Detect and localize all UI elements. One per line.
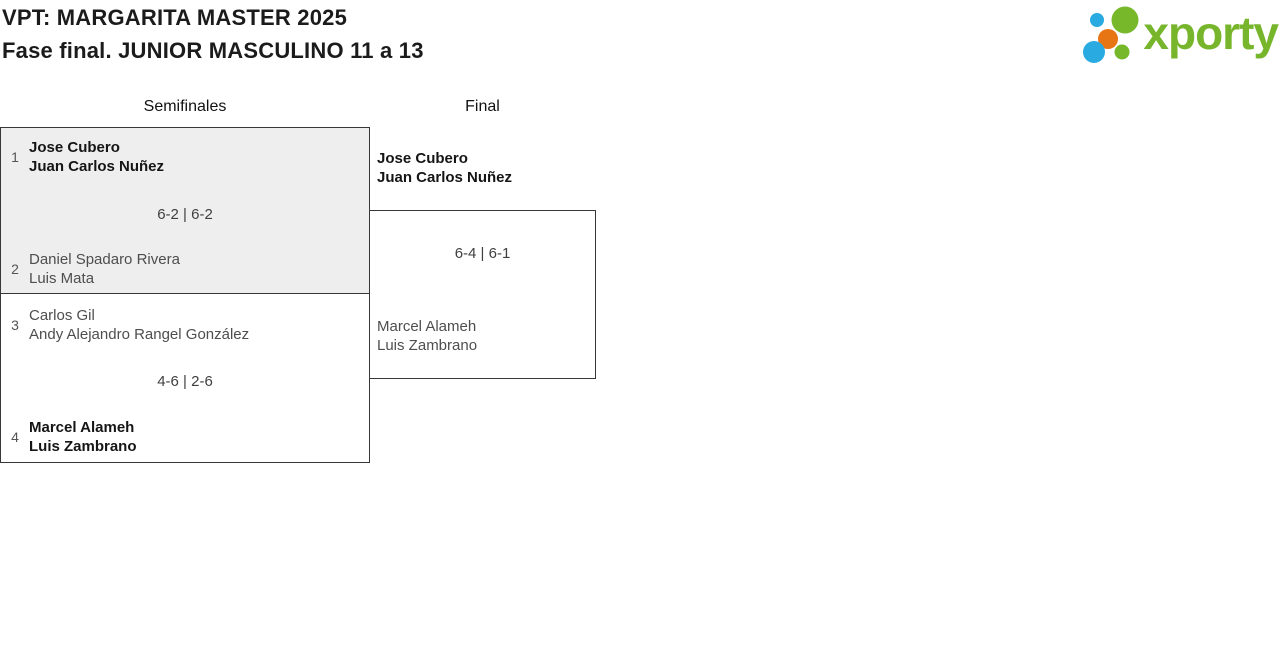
match1-team-b-names: Daniel Spadaro Rivera Luis Mata [29,250,180,288]
xporty-logo-dots-icon [1083,6,1139,63]
final-team-b: Marcel Alameh Luis Zambrano [377,317,477,355]
player-name: Luis Zambrano [377,337,478,354]
xporty-logo[interactable]: xporty [1075,0,1279,66]
match2-team-a-names: Carlos Gil Andy Alejandro Rangel Gonzále… [29,306,249,344]
match1-team-a: 1 Jose Cubero Juan Carlos Nuñez [10,138,164,176]
match1-team-a-names: Jose Cubero Juan Carlos Nuñez [29,138,164,176]
round-label-semifinales: Semifinales [143,98,227,115]
player-name: Marcel Alameh [377,318,477,335]
player-name: Jose Cubero [377,150,468,167]
final-team-a: Jose Cubero Juan Carlos Nuñez [377,149,512,187]
page-subtitle: Fase final. JUNIOR MASCULINO 11 a 13 [2,38,424,63]
match2-team-a: 3 Carlos Gil Andy Alejandro Rangel Gonzá… [10,306,249,344]
player-name: Marcel Alameh [29,419,135,436]
match1-seed-a: 1 [11,149,19,165]
header-title-block: VPT: MARGARITA MASTER 2025 Fase final. J… [2,1,424,67]
match-final[interactable] [369,210,596,379]
match2-score: 4-6 | 2-6 [157,373,213,390]
xporty-logo-text: xporty [1143,7,1279,59]
final-team-b-names: Marcel Alameh Luis Zambrano [377,317,477,355]
player-name: Jose Cubero [29,139,120,156]
player-name: Juan Carlos Nuñez [29,158,165,175]
player-name: Daniel Spadaro Rivera [29,251,180,268]
match1-seed-b: 2 [11,261,19,277]
player-name: Carlos Gil [29,307,95,324]
player-name: Andy Alejandro Rangel González [29,326,250,343]
page-title: VPT: MARGARITA MASTER 2025 [2,5,348,30]
player-name: Luis Mata [29,270,95,287]
player-name: Juan Carlos Nuñez [377,169,513,186]
player-name: Luis Zambrano [29,438,137,455]
match2-seed-a: 3 [11,317,19,333]
match1-score: 6-2 | 6-2 [157,206,213,223]
match2-seed-b: 4 [11,429,19,445]
final-score: 6-4 | 6-1 [454,245,511,262]
final-team-a-names: Jose Cubero Juan Carlos Nuñez [377,149,512,187]
match2-team-b: 4 Marcel Alameh Luis Zambrano [10,418,137,456]
match-semifinal-1[interactable]: 1 Jose Cubero Juan Carlos Nuñez 6-2 | 6-… [0,127,370,294]
match1-team-b: 2 Daniel Spadaro Rivera Luis Mata [10,250,180,288]
round-label-final: Final [465,98,500,115]
match-semifinal-2[interactable]: 3 Carlos Gil Andy Alejandro Rangel Gonzá… [0,293,370,463]
match2-team-b-names: Marcel Alameh Luis Zambrano [29,418,137,456]
